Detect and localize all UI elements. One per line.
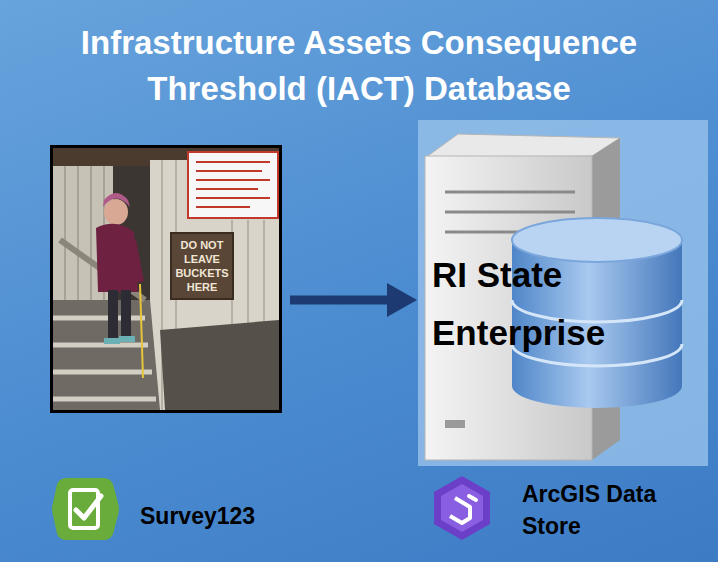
server-label: RI State Enterprise [432, 246, 682, 362]
sign-text: DO NOT LEAVE BUCKETS HERE [170, 232, 234, 300]
data-store-icon [434, 476, 490, 540]
survey123-icon [52, 478, 119, 540]
server-panel [418, 120, 708, 466]
field-photo [53, 148, 279, 410]
tool-label: ArcGIS Data Store [522, 478, 672, 542]
diagram-title: Infrastructure Assets Consequence Thresh… [19, 20, 699, 112]
photo-frame: DO NOT LEAVE BUCKETS HERE [50, 145, 282, 413]
arrow-head [387, 283, 417, 317]
arrow-shaft [290, 296, 388, 305]
server-box: RI State Enterprise [418, 120, 708, 466]
tool-label: Survey123 [140, 501, 340, 531]
flow-arrow [290, 283, 417, 317]
